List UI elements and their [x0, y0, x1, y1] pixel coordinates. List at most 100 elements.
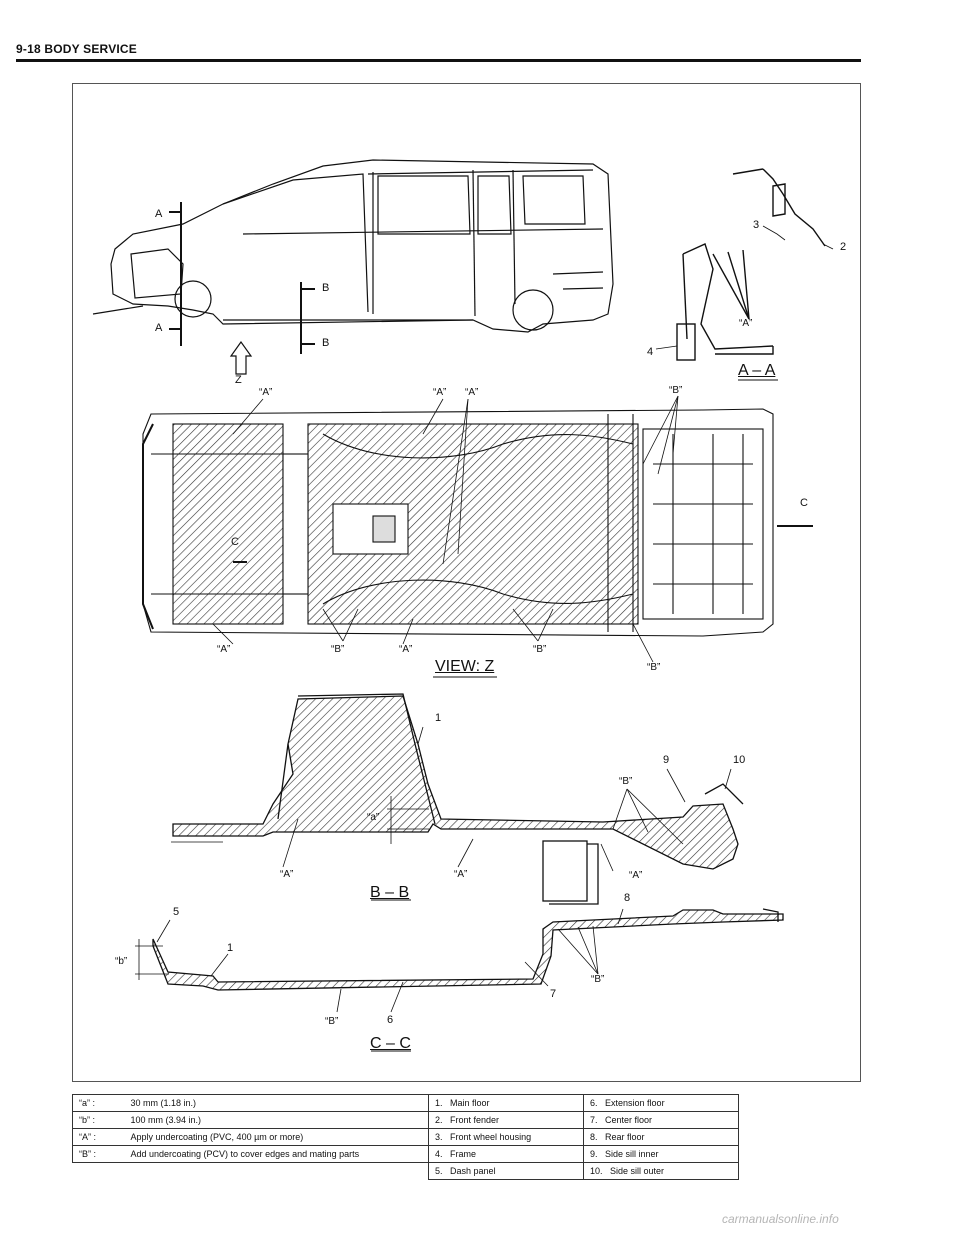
bb-dimension-a-label: “a” [367, 812, 380, 823]
section-cc-drawing [152, 908, 784, 991]
part-number: 6. [590, 1098, 598, 1108]
legend-desc: Add undercoating (PCV) to cover edges an… [124, 1145, 429, 1163]
section-a-bottom-label: A [155, 322, 163, 334]
cc-callout-8: 8 [624, 892, 631, 904]
legend-desc: 100 mm (3.94 in.) [124, 1111, 429, 1129]
part-name: Front fender [450, 1115, 500, 1125]
legend-row: “A” : Apply undercoating (PVC, 400 µm or… [72, 1128, 739, 1146]
legend-desc: 30 mm (1.18 in.) [124, 1094, 429, 1112]
section-viewz-title: VIEW: Z [435, 658, 495, 675]
legend-key: “A” : [72, 1128, 125, 1146]
aa-callout-3: 3 [753, 219, 760, 231]
viewz-b-label-2: “B” [331, 644, 345, 655]
part-number: 9. [590, 1149, 598, 1159]
viewz-leaders [212, 395, 679, 663]
aa-undercoat-a-label: “A” [739, 318, 753, 329]
part-number: 4. [435, 1149, 443, 1159]
part-number: 2. [435, 1115, 443, 1125]
aa-callout-4: 4 [647, 346, 654, 358]
part-number: 7. [590, 1115, 598, 1125]
cc-callout-5: 5 [173, 906, 180, 918]
watermark: carmanualsonline.info [722, 1212, 839, 1226]
viewz-a-label-3: “A” [465, 387, 479, 398]
legend-row: 5. Dash panel 10. Side sill outer [73, 1162, 739, 1180]
viewz-b-label-3: “B” [533, 644, 547, 655]
viewz-c-right-label: C [800, 497, 808, 509]
section-b-top-label: B [322, 282, 330, 294]
legend-part: 9. Side sill inner [583, 1145, 739, 1163]
cc-callout-6: 6 [387, 1014, 394, 1026]
bb-dimension-a [387, 796, 429, 844]
vehicle-side-view [92, 159, 614, 333]
section-bb-drawing [172, 693, 744, 905]
legend-table: “a” : 30 mm (1.18 in.) 1. Main floor 6. … [72, 1094, 739, 1180]
part-name: Front wheel housing [450, 1132, 532, 1142]
view-z-marker-label: Z [235, 374, 242, 386]
legend-part: 10. Side sill outer [583, 1162, 739, 1180]
cc-leaders [156, 908, 624, 1013]
legend-key: “a” : [72, 1094, 125, 1112]
section-marker-aa [169, 202, 182, 346]
bb-a-label-3: “A” [629, 870, 643, 881]
viewz-c-left-label: C [231, 536, 239, 548]
cc-b-label-2: “B” [325, 1016, 339, 1027]
viewz-a-label-1: “A” [259, 387, 273, 398]
part-name: Rear floor [605, 1132, 645, 1142]
cc-callout-1: 1 [227, 942, 234, 954]
viewz-a-label-4: “A” [217, 644, 231, 655]
legend-desc: Apply undercoating (PVC, 400 µm or more) [124, 1128, 429, 1146]
section-b-bottom-label: B [322, 337, 330, 349]
legend-part: 5. Dash panel [428, 1162, 584, 1180]
legend-row: “a” : 30 mm (1.18 in.) 1. Main floor 6. … [72, 1094, 739, 1112]
legend-key: “B” : [72, 1145, 125, 1163]
viewz-a-label-5: “A” [399, 644, 413, 655]
bb-callout-9: 9 [663, 754, 670, 766]
legend-row: “B” : Add undercoating (PCV) to cover ed… [72, 1145, 739, 1163]
bb-leaders [171, 726, 732, 872]
part-number: 3. [435, 1132, 443, 1142]
legend-part: 7. Center floor [583, 1111, 739, 1129]
figure-drawings [92, 159, 834, 1052]
legend-part: 8. Rear floor [583, 1128, 739, 1146]
part-name: Extension floor [605, 1098, 665, 1108]
legend-empty-cell [73, 1163, 429, 1180]
legend-part: 1. Main floor [428, 1094, 584, 1112]
part-name: Main floor [450, 1098, 490, 1108]
bb-a-label-1: “A” [280, 869, 294, 880]
viewz-a-label-2: “A” [433, 387, 447, 398]
undercoating-figure: A A B B Z 2 3 4 “A” A – A “A” “A” “A” “B… [72, 83, 861, 1082]
section-aa-title: A – A [738, 362, 776, 379]
page-header: 9-18 BODY SERVICE [16, 42, 138, 56]
cc-dimension-b-label: “b” [115, 956, 128, 967]
legend-key: “b” : [72, 1111, 125, 1129]
section-aa-drawing [676, 168, 826, 361]
part-number: 10. [590, 1166, 603, 1176]
section-marker-cc [233, 525, 813, 563]
section-marker-bb [300, 282, 315, 354]
part-name: Frame [450, 1149, 477, 1159]
section-bb-title: B – B [370, 884, 410, 901]
part-name: Dash panel [450, 1166, 496, 1176]
aa-leaders [655, 225, 834, 350]
part-number: 8. [590, 1132, 598, 1142]
cc-b-label-1: “B” [591, 974, 605, 985]
viewz-b-label-1: “B” [669, 385, 683, 396]
part-name: Center floor [605, 1115, 653, 1125]
bb-b-label: “B” [619, 776, 633, 787]
underbody-view-z [142, 408, 774, 637]
viewz-b-label-4: “B” [647, 662, 661, 673]
bb-callout-10: 10 [733, 754, 746, 766]
cc-dimension-b [135, 939, 169, 980]
part-name: Side sill inner [605, 1149, 659, 1159]
view-z-arrow [229, 340, 253, 375]
bb-a-label-2: “A” [454, 869, 468, 880]
legend-row: “b” : 100 mm (3.94 in.) 2. Front fender … [72, 1111, 739, 1129]
legend-part: 2. Front fender [428, 1111, 584, 1129]
cc-callout-7: 7 [550, 988, 557, 1000]
legend-part: 4. Frame [428, 1145, 584, 1163]
bb-callout-1: 1 [435, 712, 442, 724]
section-cc-title: C – C [370, 1035, 411, 1052]
section-a-top-label: A [155, 208, 163, 220]
header-rule [16, 59, 861, 62]
part-name: Side sill outer [610, 1166, 665, 1176]
